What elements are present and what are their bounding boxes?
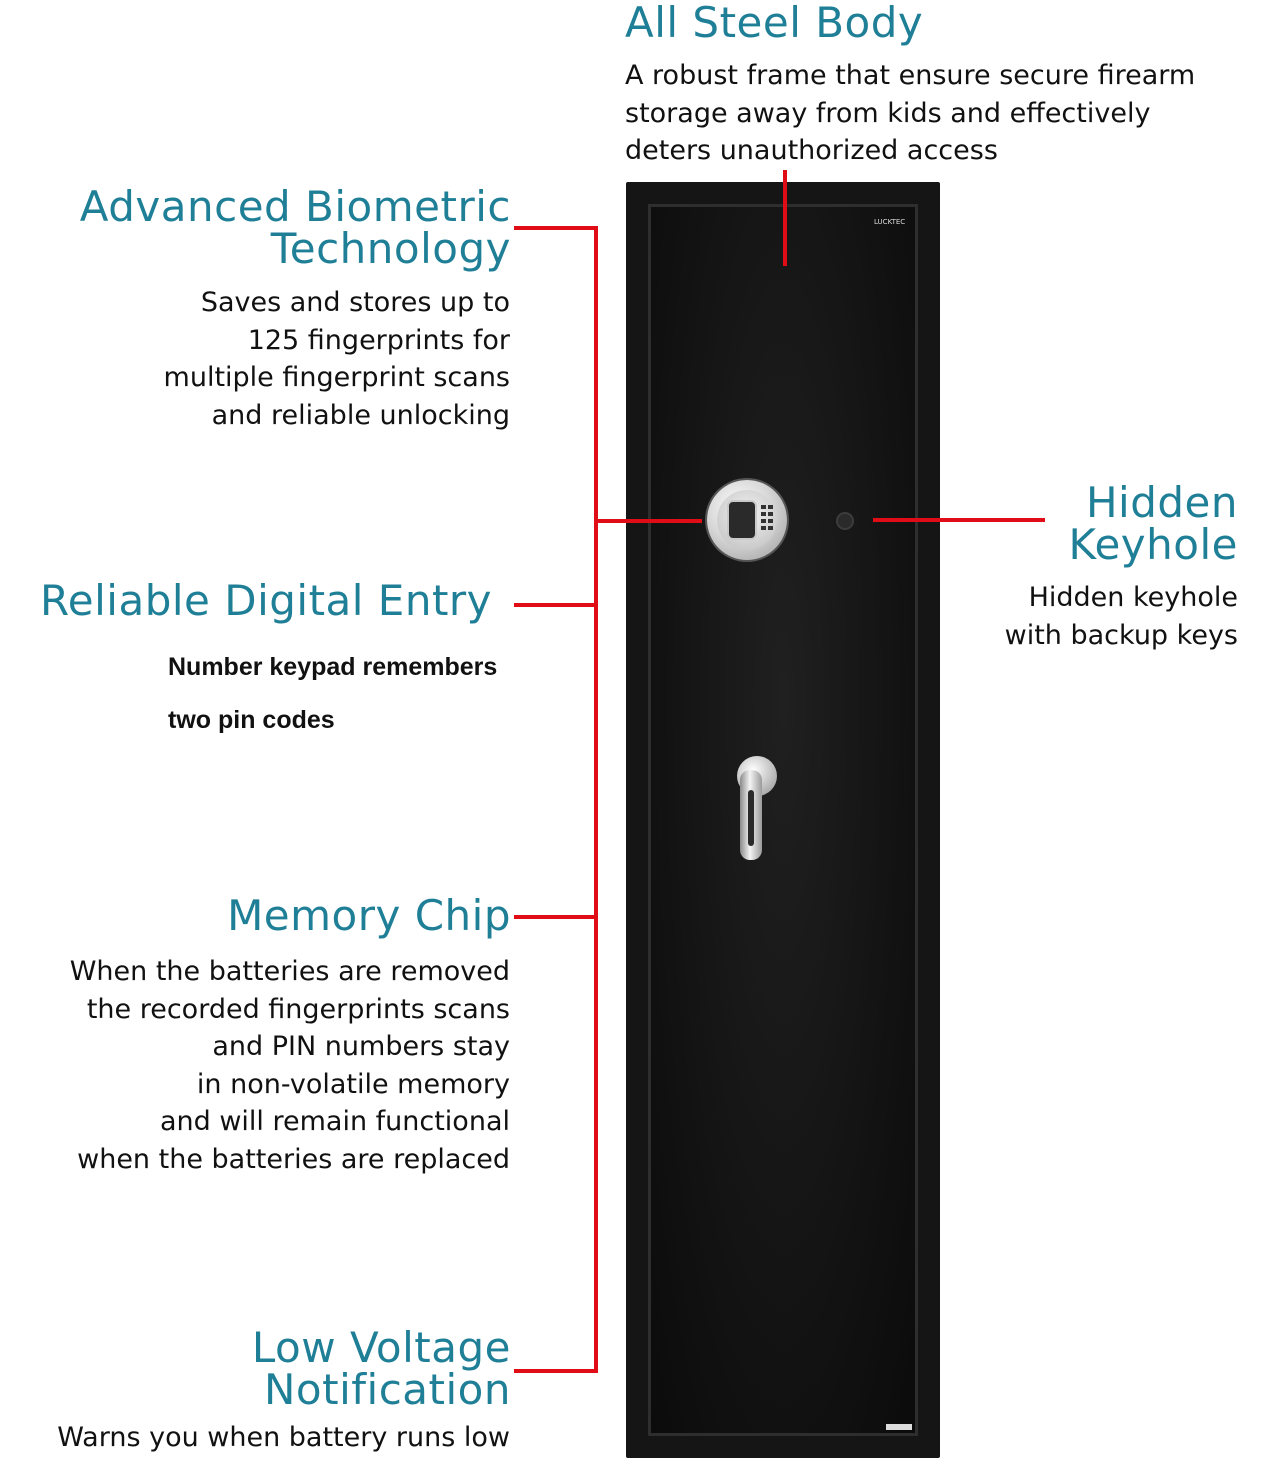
fingerprint-scanner-icon (727, 500, 757, 540)
low-voltage-title: Low Voltage Notification (251, 1323, 511, 1414)
connector-spine (594, 226, 598, 1372)
digital-entry-description: Number keypad remembers two pin codes (168, 653, 498, 734)
handle-grip (748, 790, 754, 846)
connector-all-steel (783, 170, 787, 266)
biometric-description: Saves and stores up to 125 fingerprints … (163, 287, 510, 431)
keyhole-icon (838, 514, 852, 528)
serial-sticker (886, 1424, 912, 1430)
connector-keyhole (873, 518, 1045, 522)
connector-lock (594, 519, 702, 523)
connector-biometric (514, 226, 598, 230)
all-steel-description: A robust frame that ensure secure firear… (625, 60, 1196, 166)
all-steel-title: All Steel Body (625, 0, 924, 47)
brand-logo: LUCKTEC (874, 218, 906, 226)
keyhole-description: Hidden keyhole with backup keys (1004, 582, 1238, 651)
keypad-icon (760, 504, 776, 534)
memory-chip-title: Memory Chip (227, 891, 511, 940)
connector-digital-entry (514, 603, 598, 607)
low-voltage-description: Warns you when battery runs low (57, 1422, 510, 1453)
connector-low-voltage (514, 1369, 598, 1373)
keyhole-title: Hidden Keyhole (1068, 478, 1238, 569)
safe-door (648, 204, 918, 1436)
memory-chip-description: When the batteries are removed the recor… (69, 956, 510, 1175)
digital-entry-title: Reliable Digital Entry (40, 576, 493, 625)
biometric-title: Advanced Biometric Technology (79, 182, 511, 273)
connector-memory-chip (514, 915, 598, 919)
